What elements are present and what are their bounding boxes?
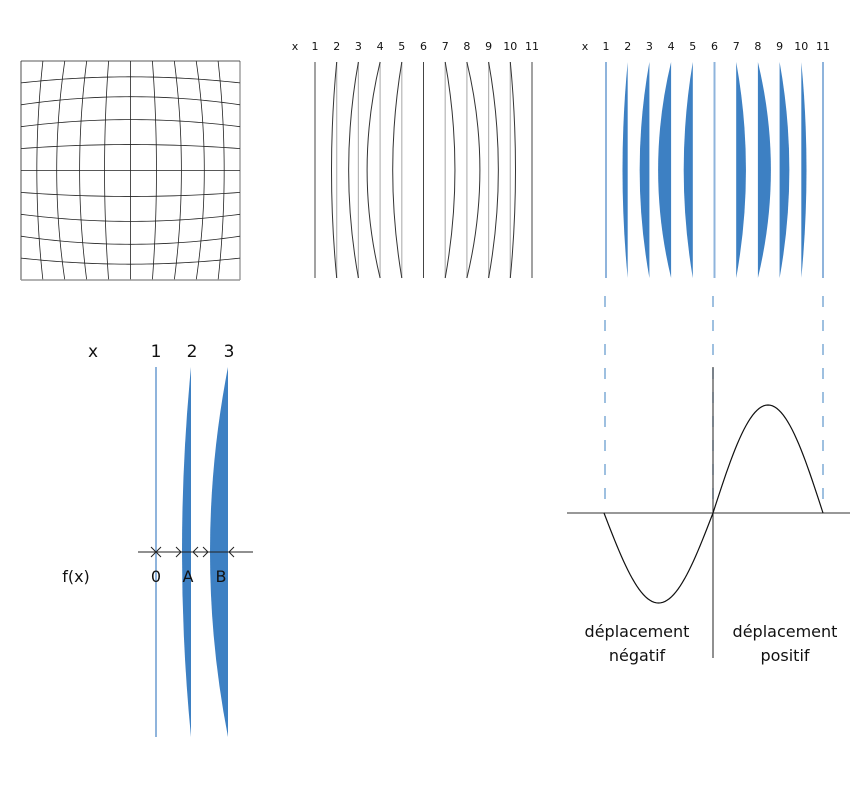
detail-col-label-2: 2	[187, 342, 198, 362]
column-label-10: 10	[794, 40, 808, 53]
zero-cross-mark	[150, 546, 162, 558]
detail-col-label-1: 1	[151, 342, 162, 362]
column-label-8: 8	[463, 40, 470, 53]
point-label-0: 0	[151, 567, 161, 586]
column-curved-line	[348, 61, 359, 279]
negative-label-line1: déplacement	[585, 622, 690, 641]
grid-horizontal-line	[20, 213, 241, 222]
column-label-8: 8	[754, 40, 761, 53]
column-displacement-fill	[683, 62, 693, 278]
column-fill-panel	[605, 62, 824, 278]
column-label-3: 3	[355, 40, 362, 53]
grid-horizontal-line	[20, 96, 241, 106]
detail-x-label: x	[88, 342, 98, 362]
column-label-7: 7	[733, 40, 740, 53]
column-label-10: 10	[503, 40, 517, 53]
displacement-function-panel	[567, 296, 850, 658]
grid-horizontal-line	[20, 192, 241, 197]
column-label-2: 2	[333, 40, 340, 53]
grid-horizontal-line	[20, 76, 241, 84]
grid-horizontal-line	[20, 119, 241, 128]
column-displacement-fill	[622, 62, 628, 278]
column-label-7: 7	[442, 40, 449, 53]
grid-horizontal-line	[20, 235, 241, 245]
column-displacement-fill	[658, 62, 672, 278]
column-displacement-fill	[801, 62, 807, 278]
column-label-9: 9	[776, 40, 783, 53]
arrow-mark	[192, 546, 199, 558]
column-curved-line	[488, 61, 499, 279]
column-label-11: 11	[816, 40, 830, 53]
point-label-a: A	[183, 567, 194, 586]
detail-panel	[138, 367, 253, 737]
column-curved-line	[392, 61, 403, 279]
column-label-1: 1	[312, 40, 319, 53]
grid-horizontal-line	[20, 144, 241, 149]
positive-label-line2: positif	[760, 646, 809, 665]
column-curves-panel	[314, 61, 533, 279]
arrow-mark	[202, 546, 209, 558]
distorted-grid	[20, 60, 241, 281]
column-label-2: 2	[624, 40, 631, 53]
fx-label: f(x)	[62, 567, 90, 586]
column-label-4: 4	[668, 40, 675, 53]
grid-horizontal-line	[20, 257, 241, 265]
right-x-label: x	[582, 40, 589, 53]
column-label-6: 6	[711, 40, 718, 53]
column-label-1: 1	[603, 40, 610, 53]
displacement-curve	[603, 404, 824, 604]
column-displacement-fill	[757, 62, 771, 278]
mid-x-label: x	[292, 40, 299, 53]
column-curved-line	[366, 61, 381, 279]
detail-col-label-3: 3	[224, 342, 235, 362]
column-label-11: 11	[525, 40, 539, 53]
column-displacement-fill	[736, 62, 746, 278]
arrow-mark	[175, 546, 182, 558]
column-displacement-fill	[779, 62, 790, 278]
column-curved-line	[466, 61, 481, 279]
point-label-b: B	[216, 567, 227, 586]
column-displacement-fill	[639, 62, 650, 278]
column-label-5: 5	[398, 40, 405, 53]
column-label-4: 4	[377, 40, 384, 53]
column-curved-line	[444, 61, 456, 279]
column-curved-line	[509, 61, 516, 279]
column-label-5: 5	[689, 40, 696, 53]
column-curved-line	[331, 61, 338, 279]
column-label-3: 3	[646, 40, 653, 53]
negative-label-line2: négatif	[609, 646, 666, 665]
arrow-mark	[228, 546, 235, 558]
positive-label-line1: déplacement	[733, 622, 838, 641]
column-label-6: 6	[420, 40, 427, 53]
column-label-9: 9	[485, 40, 492, 53]
